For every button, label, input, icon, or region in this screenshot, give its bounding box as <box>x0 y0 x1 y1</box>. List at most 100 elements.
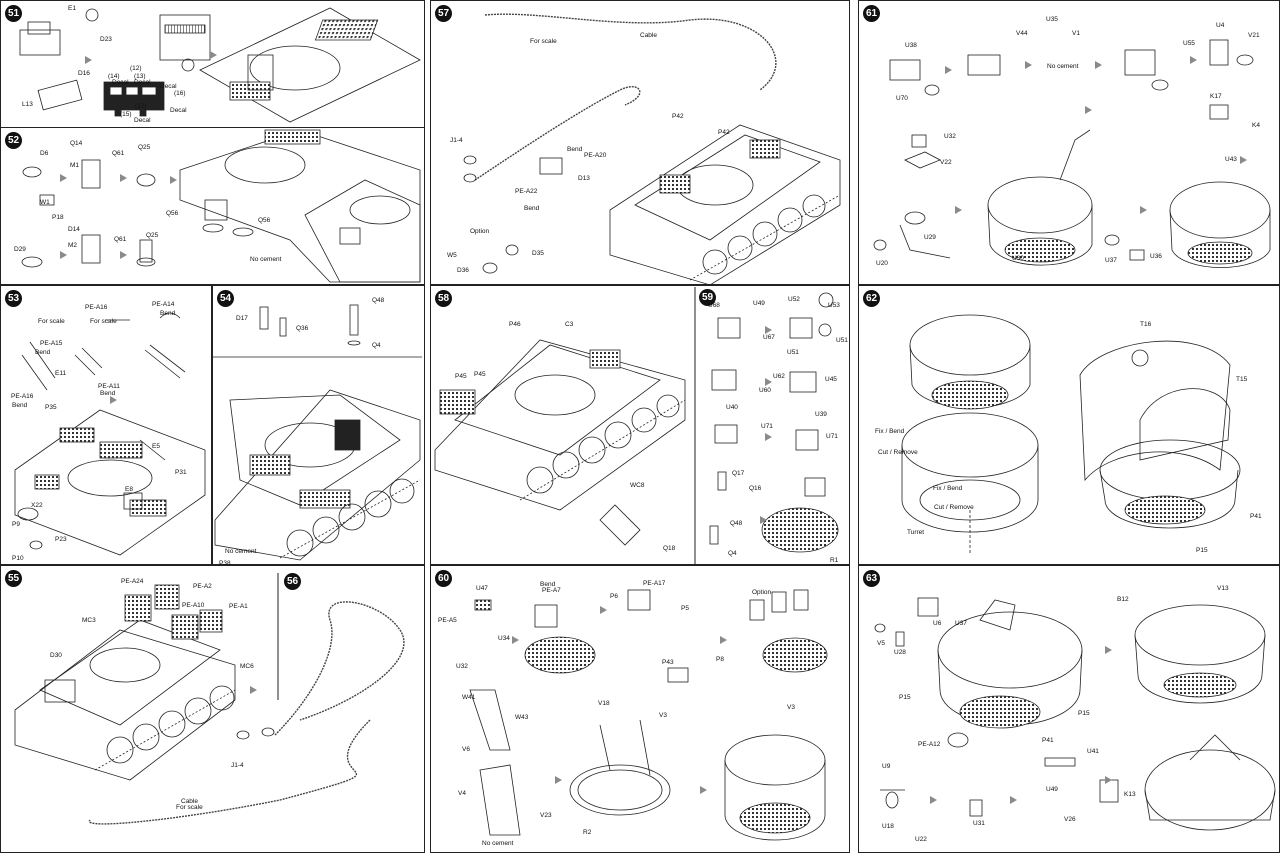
part-label: Bend <box>35 349 51 356</box>
part-label: E5 <box>152 443 160 450</box>
part-label: No cement <box>1047 63 1079 70</box>
part-label: U40 <box>726 404 738 411</box>
part-label: U51 <box>787 349 799 356</box>
part-label: Q56 <box>166 210 179 217</box>
part-label: V44 <box>1016 30 1028 37</box>
part-label: Bend <box>524 205 540 212</box>
part-label: V21 <box>1248 32 1260 39</box>
part-label: V22 <box>940 159 952 166</box>
part-label: PE-A17 <box>643 580 666 587</box>
step-number: 63 <box>863 570 880 587</box>
step-number: 62 <box>863 290 880 307</box>
part-label: W41 <box>462 694 476 701</box>
part-label: U34 <box>498 635 510 642</box>
step-number: 52 <box>5 132 22 149</box>
part-label: U71 <box>826 433 838 440</box>
part-label: Decal <box>160 83 177 90</box>
part-label: Q48 <box>372 297 385 304</box>
step-number: 60 <box>435 570 452 587</box>
part-label: D35 <box>532 250 544 257</box>
part-label: Cut / Remove <box>878 449 918 456</box>
part-label: No cement <box>250 256 282 263</box>
part-label: D36 <box>457 267 469 274</box>
step-number: 53 <box>5 290 22 307</box>
part-label: Fix / Bend <box>933 485 963 492</box>
part-label: U29 <box>924 234 936 241</box>
part-label: U36 <box>1150 253 1162 260</box>
part-label: MC3 <box>82 617 96 624</box>
step-55-panel: 55 <box>0 565 425 853</box>
part-label: V23 <box>540 812 552 819</box>
part-label: Cut / Remove <box>934 504 974 511</box>
part-label: (14) <box>108 73 120 80</box>
part-label: U47 <box>476 585 488 592</box>
step-number: 51 <box>5 5 22 22</box>
part-label: PE-A12 <box>918 741 941 748</box>
part-label: Bend <box>540 581 556 588</box>
part-label: V3 <box>787 704 795 711</box>
part-label: Bend <box>160 310 176 317</box>
part-label: (13) <box>134 73 146 80</box>
step-51-panel: 51 <box>0 0 425 127</box>
part-label: U22 <box>915 836 927 843</box>
part-label: D29 <box>14 246 26 253</box>
part-label: PE-A22 <box>515 188 538 195</box>
part-label: D13 <box>578 175 590 182</box>
part-label: PE-A16 <box>85 304 108 311</box>
step-63-panel: 63 <box>858 565 1280 853</box>
part-label: P46 <box>509 321 521 328</box>
part-label: K4 <box>1252 122 1260 129</box>
part-label: V26 <box>1064 816 1076 823</box>
part-label: Q25 <box>138 144 151 151</box>
part-label: Turret <box>907 529 925 536</box>
part-label: M2 <box>68 242 78 249</box>
part-label: T16 <box>1140 321 1152 328</box>
part-label: P10 <box>12 555 24 562</box>
part-label: V13 <box>1217 585 1229 592</box>
part-label: (17) <box>135 103 147 110</box>
part-label: P35 <box>45 404 57 411</box>
part-label: U20 <box>876 260 888 267</box>
part-label: Q61 <box>114 236 127 243</box>
part-label: U49 <box>1046 786 1058 793</box>
part-label: Bend <box>100 390 116 397</box>
part-label: D23 <box>100 36 112 43</box>
part-label: U32 <box>456 663 468 670</box>
part-label: U35 <box>1046 16 1058 23</box>
part-label: P15 <box>899 694 911 701</box>
part-label: For scale <box>176 804 203 811</box>
part-label: V18 <box>598 700 610 707</box>
part-label: U38 <box>905 42 917 49</box>
part-label: U60 <box>759 387 771 394</box>
step-54-panel: 54 <box>212 285 425 565</box>
part-label: P45 <box>474 371 486 378</box>
part-label: U18 <box>882 823 894 830</box>
step-number: 58 <box>435 290 452 307</box>
part-label: V1 <box>1072 30 1080 37</box>
part-label: Q18 <box>663 545 676 552</box>
part-label: Q14 <box>70 140 83 147</box>
part-label: U31 <box>973 820 985 827</box>
step-number: 55 <box>5 570 22 587</box>
part-label: U41 <box>1087 748 1099 755</box>
part-label: WC8 <box>630 482 645 489</box>
part-label: U71 <box>761 423 773 430</box>
part-label: P41 <box>1042 737 1054 744</box>
part-label: U9 <box>882 763 891 770</box>
part-label: P41 <box>1250 513 1262 520</box>
part-label: Cable <box>181 798 198 805</box>
step-number: 54 <box>217 290 234 307</box>
part-label: Q4 <box>372 342 381 349</box>
part-label: J1-4 <box>450 137 463 144</box>
part-label: Decal <box>170 107 187 114</box>
part-label: V4 <box>458 790 466 797</box>
part-label: Q17 <box>732 470 745 477</box>
part-label: (12) <box>130 65 142 72</box>
part-label: (15) <box>120 111 132 118</box>
part-label: P42 <box>672 113 684 120</box>
part-label: D30 <box>50 652 62 659</box>
step-62-panel: 62 <box>858 285 1280 565</box>
part-label: P6 <box>610 593 618 600</box>
part-label: P38 <box>219 560 231 567</box>
step-number-56: 56 <box>284 573 301 590</box>
